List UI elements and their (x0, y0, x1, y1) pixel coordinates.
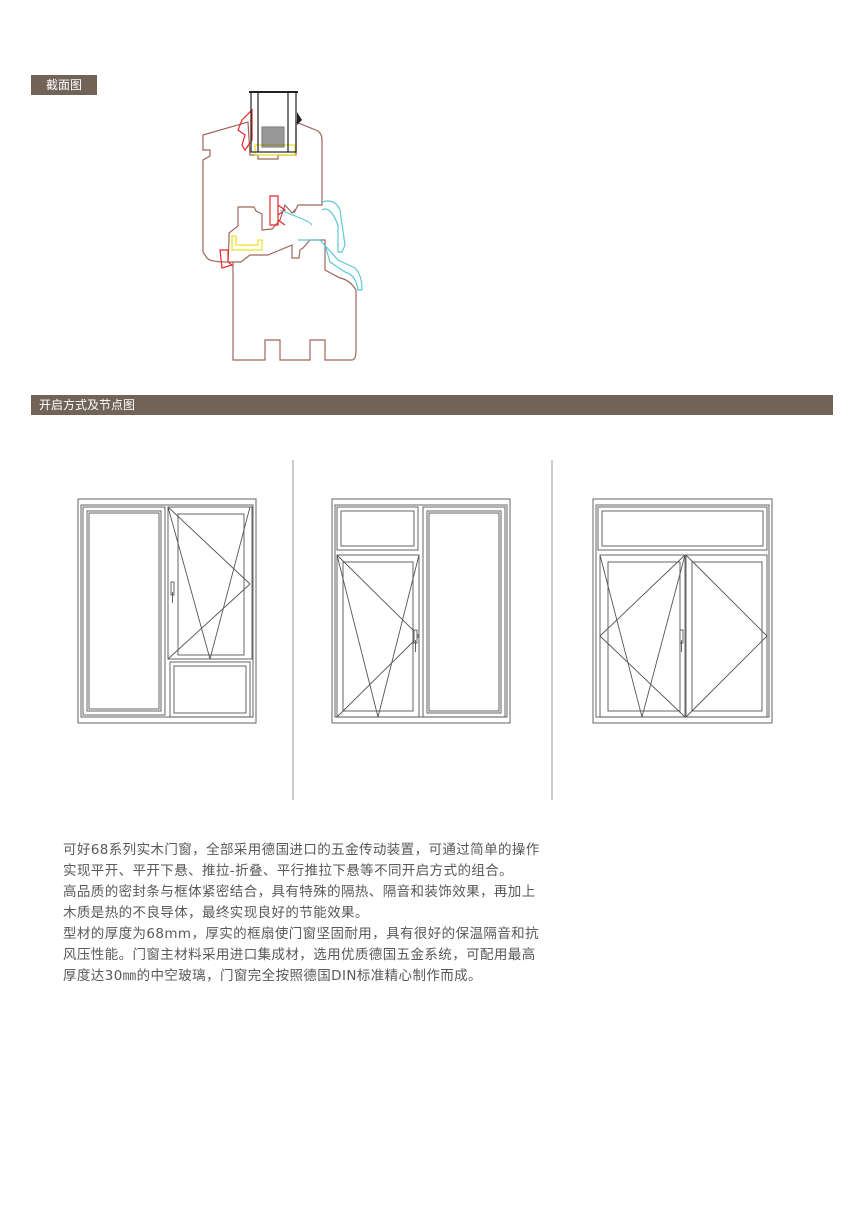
product-description: 可好68系列实木门窗，全部采用德国进口的五金传动装置，可通过简单的操作实现平开、… (63, 840, 543, 987)
description-paragraph: 高品质的密封条与框体紧密结合，具有特殊的隔热、隔音和装饰效果，再加上木质是热的不… (63, 884, 536, 921)
window-diagram-1 (77, 498, 257, 724)
section-label-cross-section: 截面图 (31, 75, 97, 95)
section-label-opening-methods: 开启方式及节点图 (31, 395, 833, 415)
description-paragraph: 可好68系列实木门窗，全部采用德国进口的五金传动装置，可通过简单的操作实现平开、… (63, 842, 540, 879)
window-diagram-3 (592, 498, 773, 724)
description-paragraph: 型材的厚度为68mm，厚实的框扇使门窗坚固耐用，具有很好的保温隔音和抗风压性能。… (63, 926, 539, 984)
window-diagram-2 (331, 498, 511, 724)
cross-section-diagram (202, 91, 363, 361)
